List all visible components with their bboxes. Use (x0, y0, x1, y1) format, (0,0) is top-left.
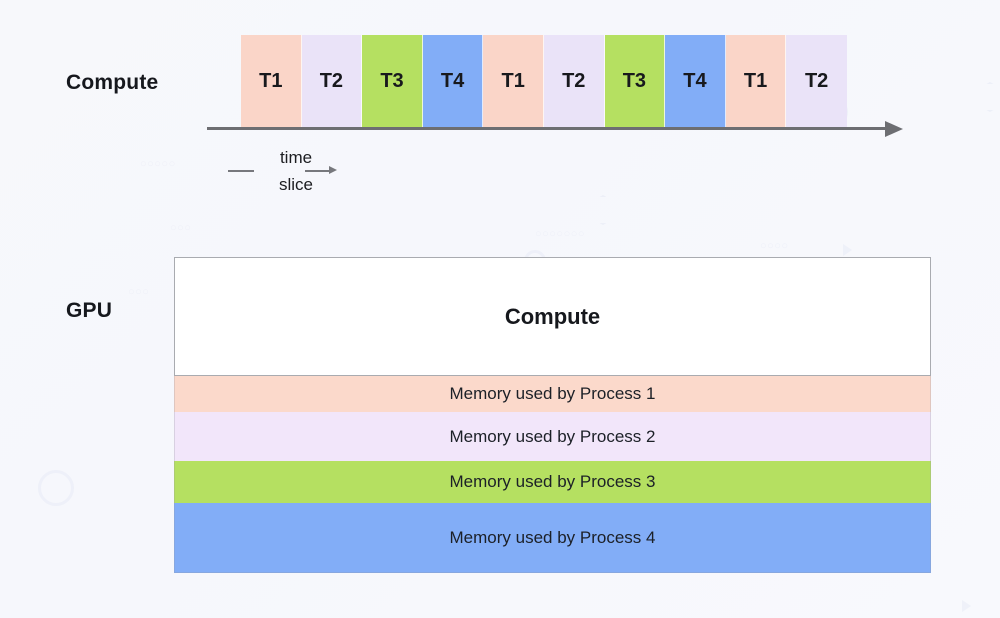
triangle-watermark-icon (843, 244, 852, 256)
time-slice-left-tick (228, 170, 254, 172)
time-slot: T1 (725, 35, 787, 127)
watermark-text: ○○○ (170, 222, 192, 234)
row-label-compute: Compute (66, 71, 159, 94)
triangle-watermark-icon (962, 600, 971, 612)
time-slice-label-line2: slice (278, 175, 313, 194)
time-slice-label-line1: time (279, 148, 313, 167)
watermark-text: ○○○○ (760, 240, 789, 252)
memory-band: Memory used by Process 3 (174, 461, 931, 503)
time-slice-annotation: time slice (228, 144, 348, 198)
time-slot: T3 (604, 35, 666, 127)
circle-watermark-icon (38, 470, 74, 506)
time-slot: T2 (786, 35, 847, 127)
time-slot: T1 (241, 35, 302, 127)
time-slice-label: time slice (248, 144, 344, 198)
time-slice-arrow-icon (329, 166, 337, 174)
memory-band: Memory used by Process 4 (174, 503, 931, 573)
memory-band: Memory used by Process 2 (174, 412, 931, 461)
hexagon-watermark-icon (590, 195, 616, 225)
time-slot: T2 (301, 35, 363, 127)
time-slot: T3 (362, 35, 423, 127)
memory-band: Memory used by Process 1 (174, 376, 931, 412)
time-slot: T2 (543, 35, 605, 127)
timeline-axis (207, 127, 893, 130)
time-slice-right-tick (305, 170, 331, 172)
time-slot: T4 (665, 35, 726, 127)
time-slot: T4 (422, 35, 484, 127)
watermark-text: ○○○○○○○ (535, 228, 586, 240)
hexagon-watermark-icon (977, 82, 1000, 112)
timeline-arrow-icon (885, 121, 903, 137)
watermark-text: ○○○ (128, 286, 150, 298)
gpu-compute-region: Compute (174, 257, 931, 376)
row-label-gpu: GPU (66, 299, 113, 322)
watermark-text: ○○○○○ (140, 158, 176, 170)
time-slot: T1 (483, 35, 544, 127)
